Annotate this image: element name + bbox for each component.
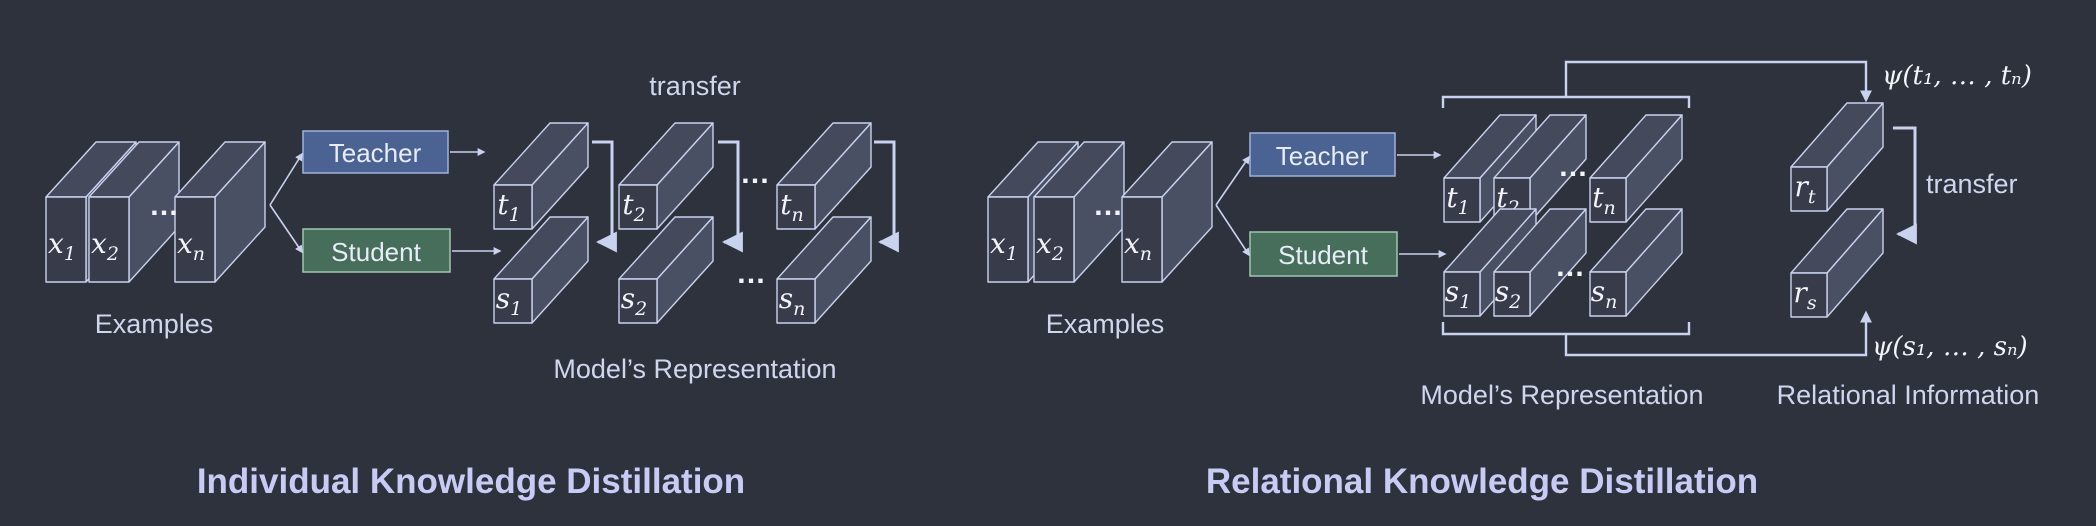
relational-x-ellipsis: … [1093, 189, 1123, 222]
relational-psi-s-arrow [1564, 310, 1872, 357]
individual-s-cube-1-subscript: 1 [510, 298, 522, 320]
individual-t-cube-2: t2 [618, 122, 714, 230]
relational-s-cube-1-front [1443, 271, 1481, 317]
individual-t-cube-n: tn [776, 122, 872, 230]
individual-t-cube-2-front [618, 184, 658, 230]
relational-student-bracket [1441, 322, 1691, 336]
individual-transfer-label: transfer [649, 71, 741, 101]
individual-s-cube-1-front [493, 278, 533, 324]
relational-transfer-arrow [1893, 126, 1917, 245]
individual-teacher-box [302, 130, 449, 174]
relational-teacher-box [1249, 132, 1396, 177]
relational-rt-cube: rt [1790, 102, 1884, 212]
individual-t-cube-n-subscript: n [792, 204, 804, 226]
individual-s-ellipsis: … [736, 257, 766, 290]
relational-examples-label: Examples [1046, 309, 1165, 339]
individual-x-cube-2-front [88, 196, 130, 283]
individual-s-cube-2-front [618, 278, 658, 324]
relational-s-cube-2: s2 [1493, 208, 1587, 317]
individual-s-cube-n-front [776, 278, 816, 324]
relational-rs-cube-subscript: s [1807, 292, 1817, 314]
relational-teacher-bracket [1441, 95, 1691, 108]
individual-x-cube-n-subscript: n [193, 243, 205, 265]
relational-info-label: Relational Information [1777, 380, 2040, 410]
individual-representation-label: Model’s Representation [553, 354, 836, 384]
relational-x-cube-2: x2 [1033, 141, 1125, 283]
relational-student-label: Student [1278, 240, 1368, 270]
individual-x-cube-1-symbol: x1 [48, 227, 76, 265]
individual-x-cube-2-subscript: 2 [106, 243, 119, 265]
individual-branch-to-student [269, 204, 303, 254]
individual-transfer-arrow-n [874, 140, 899, 253]
relational-rt-cube-subscript: t [1808, 186, 1816, 208]
relational-rs-cube-front [1790, 272, 1828, 318]
relational-psi-t: ψ(t₁, … , tₙ) [1882, 61, 2032, 91]
individual-student-label: Student [331, 237, 421, 267]
individual-teacher-label: Teacher [329, 138, 422, 168]
individual-s-cube-2: s2 [618, 216, 714, 324]
relational-psi-t-arrow [1564, 60, 1872, 103]
relational-x-cube-2-subscript: 2 [1051, 243, 1064, 265]
relational-s-cube-n-subscript: n [1605, 291, 1617, 313]
individual-s-cube-n-subscript: n [793, 298, 805, 320]
individual-panel: … Teacher Student … … transfer Examples … [95, 71, 899, 501]
individual-t-cube-1-subscript: 1 [509, 204, 521, 226]
relational-t-cube-1-front [1443, 177, 1481, 223]
relational-s-ellipsis: … [1555, 250, 1585, 283]
relational-s-cube-1-subscript: 1 [1459, 291, 1471, 313]
relational-student-box [1249, 231, 1398, 277]
individual-x-cube-1-front [45, 196, 87, 283]
individual-s-cube-2-subscript: 2 [634, 298, 647, 320]
relational-branch-to-student [1215, 204, 1250, 257]
individual-t-cube-n-front [776, 184, 816, 230]
relational-psi-s: ψ(s₁, … , sₙ) [1872, 332, 2028, 362]
relational-s-cube-2-front [1493, 271, 1531, 317]
individual-transfer-arrow-1 [592, 140, 617, 253]
relational-s-cube-n-front [1589, 271, 1627, 317]
relational-x-cube-2-front [1033, 196, 1075, 283]
relational-s-cube-2-subscript: 2 [1508, 291, 1521, 313]
relational-title: Relational Knowledge Distillation [1206, 462, 1758, 501]
individual-title: Individual Knowledge Distillation [197, 462, 745, 501]
individual-student-box [302, 228, 451, 273]
relational-x-cube-1-front [987, 196, 1029, 283]
individual-x-cube-n: xn [174, 141, 266, 283]
individual-transfer-arrow-2 [718, 140, 743, 253]
relational-rs-cube: rs [1790, 208, 1884, 318]
relational-s-cube-n: sn [1589, 208, 1683, 317]
relational-x-cube-1-subscript: 1 [1006, 243, 1018, 265]
individual-branch-to-teacher [269, 152, 303, 206]
individual-s-cube-1: s1 [493, 216, 589, 324]
individual-x-cube-2: x2 [88, 141, 180, 283]
individual-t-cube-1: t1 [493, 122, 589, 230]
individual-x-cube-n-front [174, 196, 216, 283]
relational-t-cube-n-front [1589, 177, 1627, 223]
relational-s-cube-2-symbol: s2 [1495, 275, 1521, 313]
relational-teacher-label: Teacher [1276, 141, 1369, 171]
relational-x-cube-n-subscript: n [1140, 243, 1152, 265]
relational-panel: … Teacher Student … … ψ(t₁, … , tₙ) ψ(s₁… [1046, 60, 2040, 501]
relational-x-cube-n: xn [1121, 141, 1213, 283]
relational-transfer-label: transfer [1926, 169, 2018, 199]
relational-t-cube-n-subscript: n [1604, 197, 1616, 219]
relational-t-ellipsis: … [1558, 150, 1588, 183]
individual-t-ellipsis: … [740, 157, 770, 190]
individual-s-cube-n: sn [776, 216, 872, 324]
individual-s-cube-n-symbol: sn [779, 282, 806, 320]
relational-x-cube-n-front [1121, 196, 1163, 283]
relational-t-cube-1-subscript: 1 [1458, 197, 1470, 219]
individual-examples-label: Examples [95, 309, 214, 339]
relational-representation-label: Model’s Representation [1420, 380, 1703, 410]
relational-branch-to-teacher [1215, 155, 1250, 206]
relational-rt-cube-front [1790, 166, 1828, 212]
individual-t-cube-1-front [493, 184, 533, 230]
relational-t-cube-n: tn [1589, 114, 1683, 223]
individual-x-ellipsis: … [149, 189, 179, 222]
individual-t-cube-2-subscript: 2 [633, 204, 646, 226]
individual-x-cube-1-subscript: 1 [64, 243, 76, 265]
